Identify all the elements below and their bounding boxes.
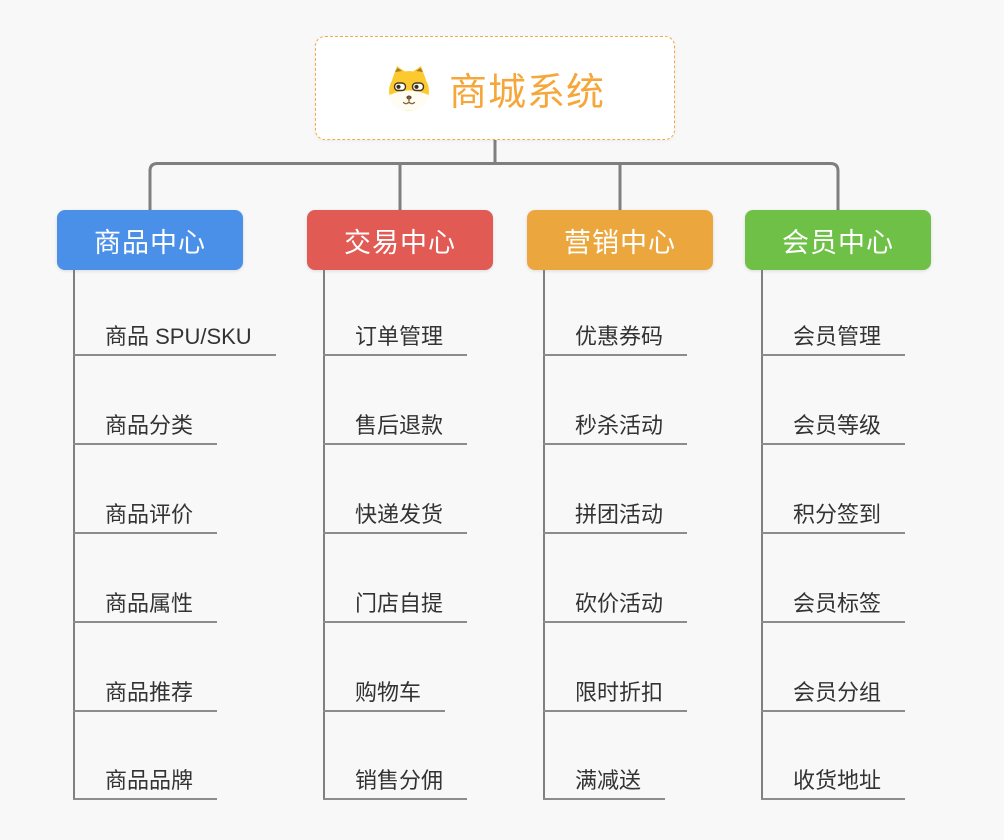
- branch-column-trade: 交易中心 订单管理 售后退款 快递发货 门店自提 购物车 销售分佣: [307, 0, 567, 840]
- subnode-member-management[interactable]: 会员管理: [761, 320, 906, 356]
- subnode-member-level[interactable]: 会员等级: [761, 409, 906, 445]
- branch-trunk-line: [543, 270, 545, 800]
- subnode-bargain-activity[interactable]: 砍价活动: [543, 587, 688, 623]
- branch-node-trade[interactable]: 交易中心: [307, 210, 493, 270]
- branch-trunk-line: [323, 270, 325, 800]
- subnode-express-delivery[interactable]: 快递发货: [323, 498, 468, 534]
- dog-face-icon: [388, 66, 429, 111]
- subnode-sales-commission[interactable]: 销售分佣: [323, 764, 468, 800]
- subnode-product-review[interactable]: 商品评价: [73, 498, 218, 534]
- subnode-product-brand[interactable]: 商品品牌: [73, 764, 218, 800]
- subnode-shopping-cart[interactable]: 购物车: [323, 676, 446, 712]
- branch-node-members[interactable]: 会员中心: [745, 210, 931, 270]
- subnode-limited-time-discount[interactable]: 限时折扣: [543, 676, 688, 712]
- branch-column-members: 会员中心 会员管理 会员等级 积分签到 会员标签 会员分组 收货地址: [745, 0, 1004, 840]
- root-node-title: 商城系统: [448, 71, 605, 114]
- subnode-product-spu-sku[interactable]: 商品 SPU/SKU: [73, 320, 276, 356]
- subnode-coupon-code[interactable]: 优惠券码: [543, 320, 688, 356]
- subnode-member-groups[interactable]: 会员分组: [761, 676, 906, 712]
- subnode-member-tags[interactable]: 会员标签: [761, 587, 906, 623]
- branch-column-marketing: 营销中心 优惠券码 秒杀活动 拼团活动 砍价活动 限时折扣 满减送: [527, 0, 787, 840]
- subnode-product-attribute[interactable]: 商品属性: [73, 587, 218, 623]
- subnode-full-reduction[interactable]: 满减送: [543, 764, 666, 800]
- subnode-product-category[interactable]: 商品分类: [73, 409, 218, 445]
- root-node[interactable]: 商城系统: [315, 36, 675, 140]
- branch-node-products[interactable]: 商品中心: [57, 210, 243, 270]
- subnode-group-buy[interactable]: 拼团活动: [543, 498, 688, 534]
- subnode-store-pickup[interactable]: 门店自提: [323, 587, 468, 623]
- branch-trunk-line: [761, 270, 763, 800]
- subnode-product-recommend[interactable]: 商品推荐: [73, 676, 218, 712]
- branch-node-marketing[interactable]: 营销中心: [527, 210, 713, 270]
- branch-trunk-line: [73, 270, 75, 800]
- subnode-points-checkin[interactable]: 积分签到: [761, 498, 906, 534]
- branch-column-products: 商品中心 商品 SPU/SKU 商品分类 商品评价 商品属性 商品推荐 商品品牌: [57, 0, 317, 840]
- subnode-order-management[interactable]: 订单管理: [323, 320, 468, 356]
- subnode-flash-sale[interactable]: 秒杀活动: [543, 409, 688, 445]
- subnode-aftersale-refund[interactable]: 售后退款: [323, 409, 468, 445]
- subnode-shipping-address[interactable]: 收货地址: [761, 764, 906, 800]
